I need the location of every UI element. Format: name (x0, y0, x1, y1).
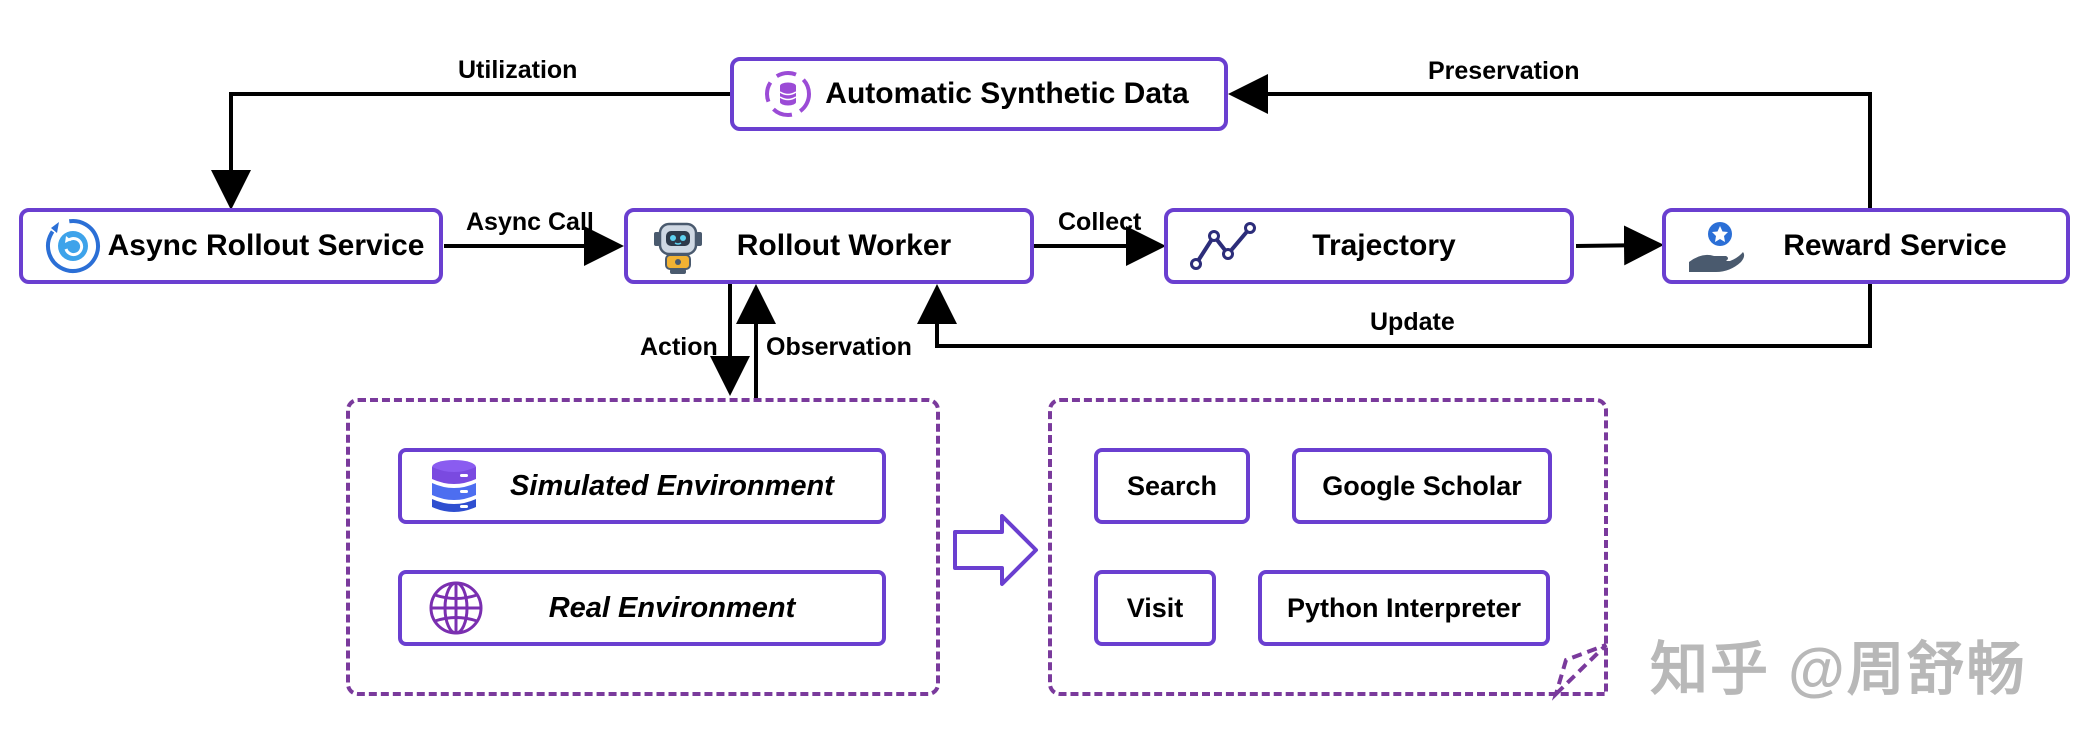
arrow-update (917, 284, 1872, 348)
watermark: 知乎 @周舒畅 (1650, 637, 2027, 702)
globe-icon (428, 580, 484, 636)
environment-label: Simulated Environment (510, 469, 834, 502)
hand-badge-icon (1686, 218, 1746, 274)
arrow-preservation (1228, 74, 1872, 208)
label-async-call: Async Call (466, 208, 594, 236)
label-observation: Observation (766, 333, 912, 361)
node-reward-service: Reward Service (1662, 208, 2070, 284)
tool-google-scholar: Google Scholar (1292, 448, 1552, 524)
label-collect: Collect (1058, 208, 1142, 236)
label-utilization: Utilization (458, 56, 578, 84)
tools-group-fold (1551, 643, 1608, 701)
arrow-trajectory-reward (1575, 225, 1664, 266)
real-environment: Real Environment (398, 570, 886, 646)
environment-group (346, 398, 940, 696)
node-label: Reward Service (1783, 229, 2007, 262)
tool-python-interpreter: Python Interpreter (1258, 570, 1550, 646)
node-rollout-worker: Rollout Worker (624, 208, 1034, 284)
label-update: Update (1370, 308, 1455, 336)
simulated-environment: Simulated Environment (398, 448, 886, 524)
node-label: Rollout Worker (736, 229, 952, 262)
node-async-rollout-service: Async Rollout Service (19, 208, 443, 284)
database-cycle-icon (762, 68, 814, 120)
label-action: Action (640, 333, 718, 361)
trajectory-line-icon (1188, 220, 1258, 272)
refresh-icon (43, 216, 103, 276)
tool-search: Search (1094, 448, 1250, 524)
node-trajectory: Trajectory (1164, 208, 1574, 284)
node-label: Trajectory (1312, 229, 1456, 262)
robot-icon (650, 216, 706, 276)
environment-label: Real Environment (548, 591, 796, 624)
tool-visit: Visit (1094, 570, 1216, 646)
node-label: Automatic Synthetic Data (825, 77, 1189, 110)
node-automatic-synthetic-data: Automatic Synthetic Data (730, 57, 1228, 131)
hollow-arrow (953, 514, 1038, 586)
label-preservation: Preservation (1428, 57, 1580, 85)
tools-group (1048, 398, 1608, 696)
database-stack-icon (428, 457, 480, 515)
arrow-utilization (211, 92, 730, 210)
node-label: Async Rollout Service (107, 229, 425, 262)
